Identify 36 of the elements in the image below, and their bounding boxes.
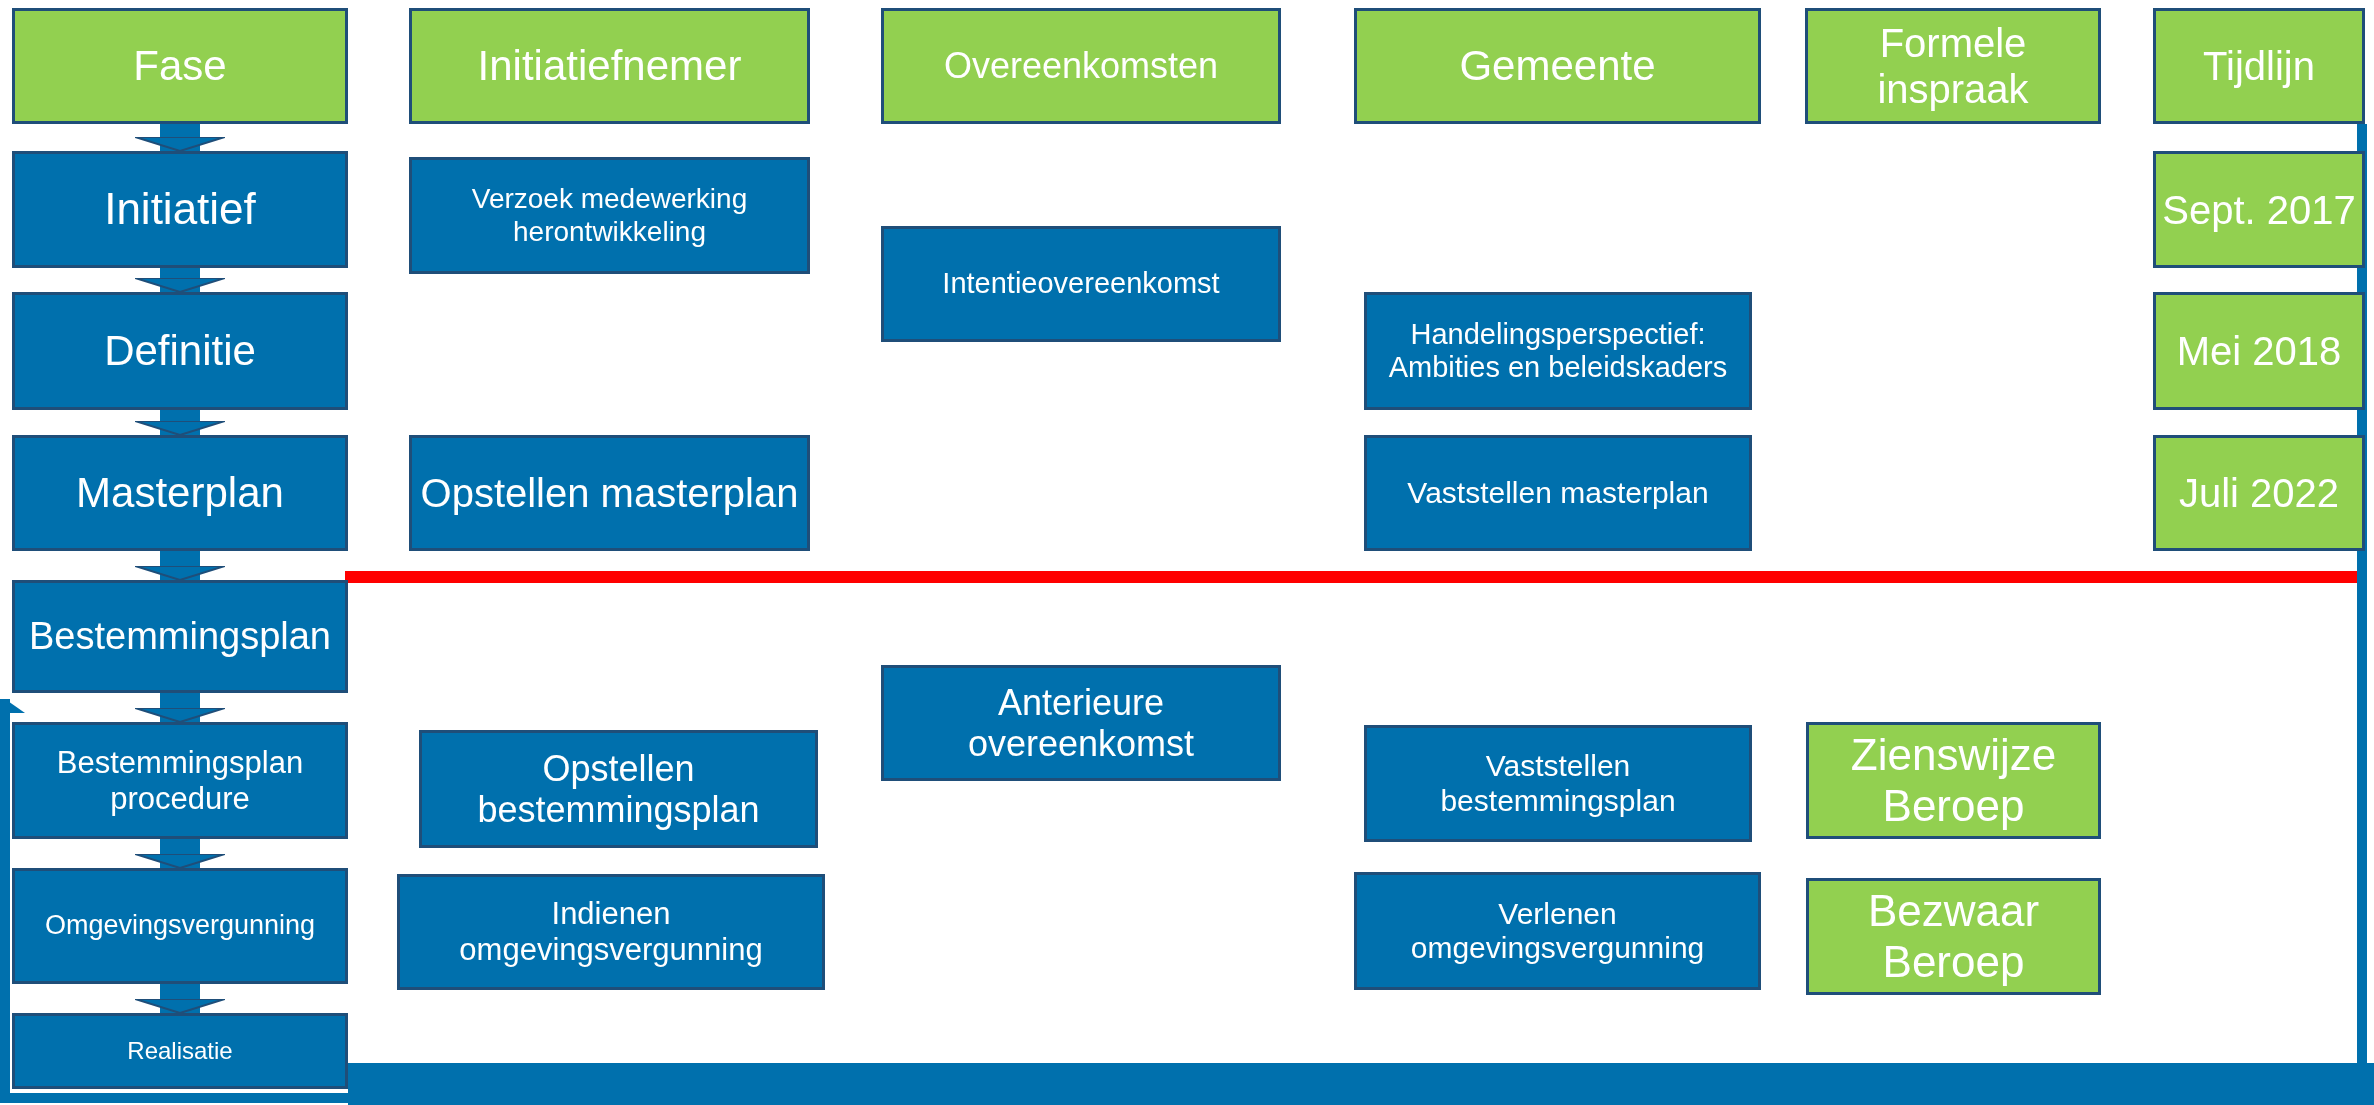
block-arrow	[134, 124, 226, 152]
block-arrow	[134, 410, 226, 436]
block-arrow	[134, 693, 226, 723]
block-arrow	[134, 984, 226, 1014]
phase-box: Masterplan	[12, 435, 348, 551]
date-box: Mei 2018	[2153, 292, 2365, 410]
process-box: Opstellen bestemmingsplan	[419, 730, 818, 848]
process-box: Opstellen masterplan	[409, 435, 810, 551]
process-box: Indienen omgevingsvergunning	[397, 874, 825, 990]
phase-box: Omgevingsvergunning	[12, 868, 348, 984]
process-box: Verlenen omgevingsvergunning	[1354, 872, 1761, 990]
objection-box: Zienswijze Beroep	[1806, 722, 2101, 839]
column-header: Initiatiefnemer	[409, 8, 810, 124]
date-box: Juli 2022	[2153, 435, 2365, 551]
block-arrow	[134, 551, 226, 581]
phase-box: Realisatie	[12, 1013, 348, 1089]
objection-box: Bezwaar Beroep	[1806, 878, 2101, 995]
process-box: Vaststellen masterplan	[1364, 435, 1752, 551]
column-header: Formele inspraak	[1805, 8, 2101, 124]
process-box: Intentieovereenkomst	[881, 226, 1281, 342]
column-header: Tijdlijn	[2153, 8, 2365, 124]
process-box: Handelingsperspectief: Ambities en beleidskaders	[1364, 292, 1752, 410]
column-header: Gemeente	[1354, 8, 1761, 124]
column-header: Fase	[12, 8, 348, 124]
column-header: Overeenkomsten	[881, 8, 1281, 124]
bent-arrow	[0, 124, 2367, 1103]
process-box: Anterieure overeenkomst	[881, 665, 1281, 781]
process-box: Verzoek medewerking herontwikkeling	[409, 157, 810, 274]
phase-box: Bestemmingsplan	[12, 580, 348, 693]
block-arrow	[134, 268, 226, 293]
block-arrow	[134, 839, 226, 869]
phase-box: Bestemmingsplan procedure	[12, 722, 348, 839]
process-box: Vaststellen bestemmingsplan	[1364, 725, 1752, 842]
phase-box: Initiatief	[12, 151, 348, 268]
phase-box: Definitie	[12, 292, 348, 410]
date-box: Sept. 2017	[2153, 151, 2365, 268]
